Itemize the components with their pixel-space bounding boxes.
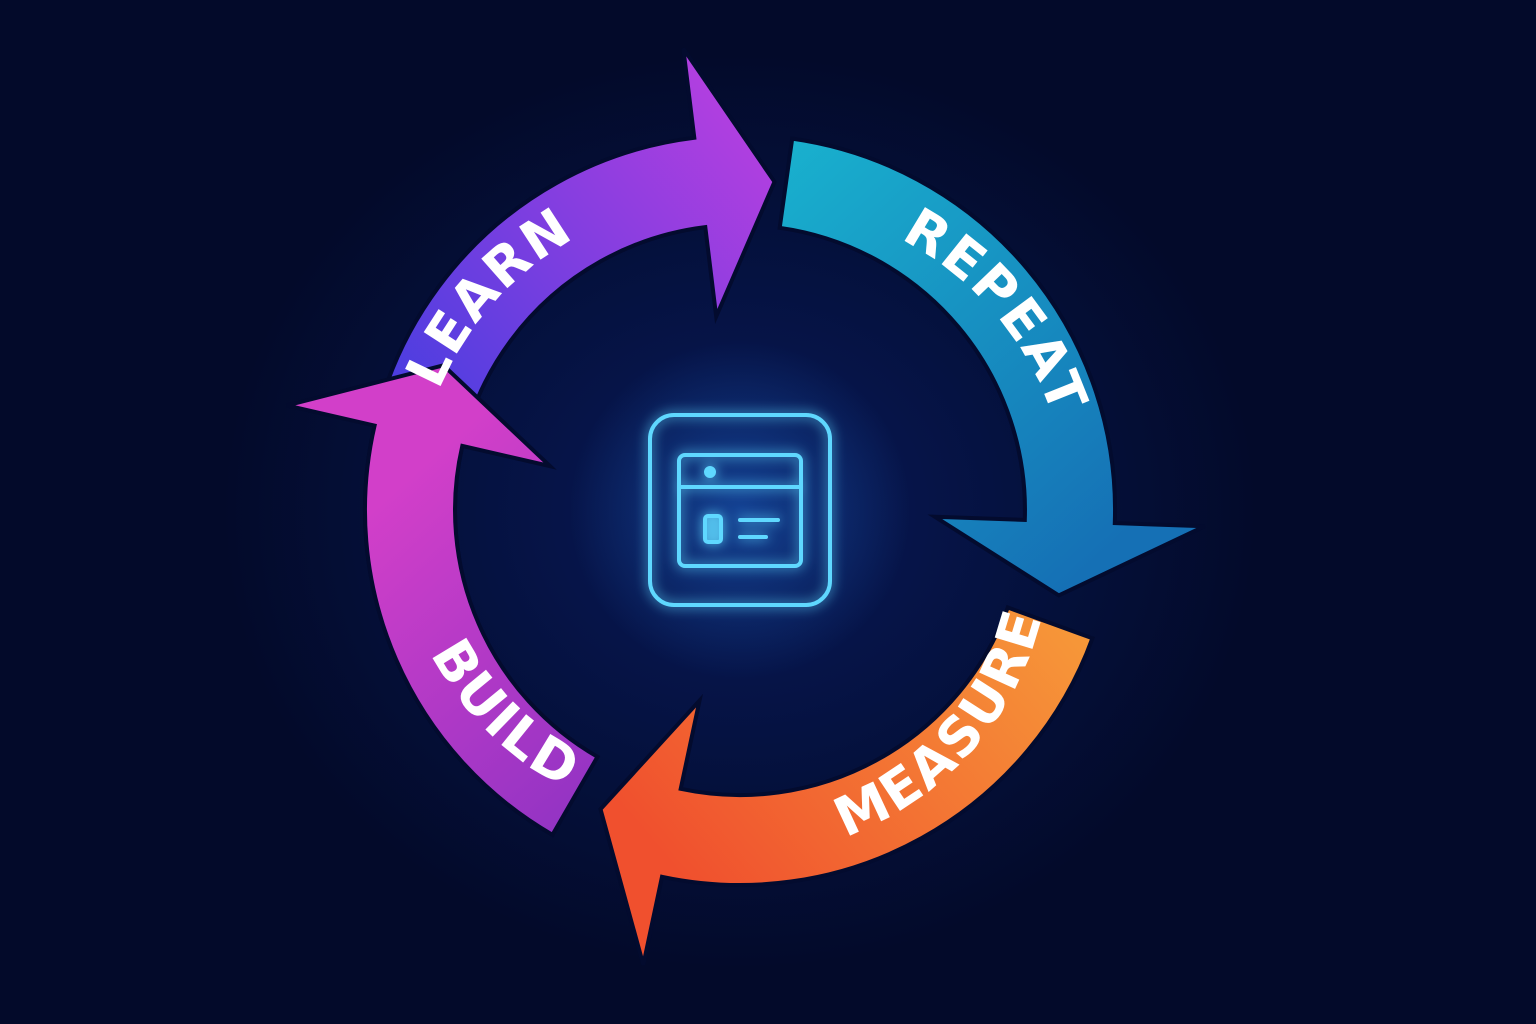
arrow-segment-build bbox=[286, 363, 601, 838]
center-glow bbox=[570, 340, 910, 680]
icon-window bbox=[677, 453, 803, 568]
browser-window-icon bbox=[648, 413, 832, 607]
icon-frame bbox=[648, 413, 832, 607]
arrow-segment-measure bbox=[598, 604, 1095, 966]
icon-card bbox=[703, 514, 723, 544]
arrow-segment-repeat bbox=[777, 136, 1206, 598]
icon-dot bbox=[704, 466, 716, 478]
